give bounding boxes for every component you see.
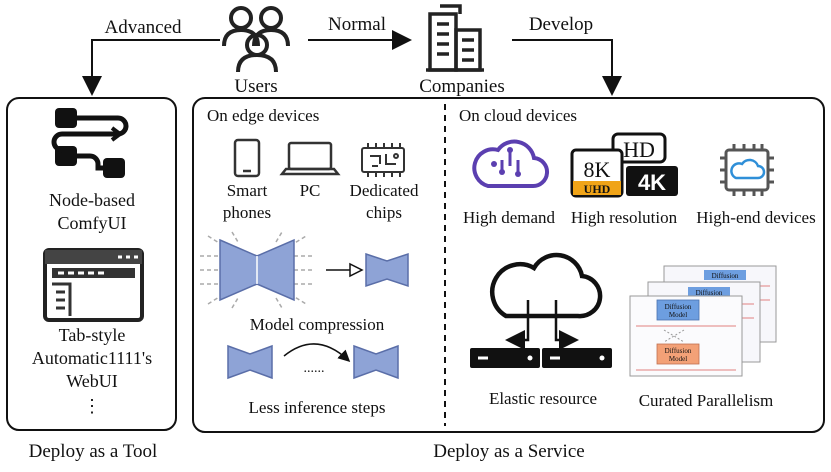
tab-style-line2: Automatic1111's [32,348,152,368]
node-graph-icon [51,108,129,178]
parallelism-panels: Diffusion Diffusion Diffusion Model Diff… [629,265,777,377]
advanced-arrow [82,39,220,96]
node-based-line1: Node-based [49,190,135,210]
panel-front-label-4: Model [669,355,687,363]
tool-box [6,97,177,431]
elastic-cloud-server-icon [470,252,612,368]
cloud-chip-icon [720,144,774,196]
chips-line2: chips [366,203,402,222]
small-model-shape [365,252,409,288]
service-caption: Deploy as a Service [433,441,584,462]
model-compression-label: Model compression [250,315,385,334]
panel-front-label-2: Model [669,311,687,319]
node-based-line2: ComfyUI [58,213,127,233]
steps-dots: ...... [304,361,325,376]
smartphones-line1: Smart [227,181,268,200]
service-box [192,97,825,433]
high-demand-label: High demand [463,208,556,227]
elastic-label: Elastic resource [489,389,597,408]
brain-cloud-icon [472,139,550,189]
steps-model-left [227,344,273,380]
badge-4k: 4K [638,170,666,195]
steps-arrow [283,343,351,363]
panel-back-label: Diffusion [712,272,739,280]
companies-icon [426,4,484,72]
tab-style-line1: Tab-style [59,325,126,345]
panel-middle-label: Diffusion [696,289,723,297]
badge-8k: 8K [584,157,611,182]
companies-label: Companies [419,76,505,97]
cloud-title: On cloud devices [459,106,577,125]
resolution-badges-icon: HD 8K UHD 4K [570,132,678,198]
badge-hd: HD [623,137,655,162]
panel-front-label-3: Diffusion [665,347,692,355]
laptop-icon [279,141,341,176]
tab-window-icon [43,248,144,322]
normal-label: Normal [328,14,386,35]
chip-icon [361,143,405,177]
smartphones-line2: phones [223,203,271,222]
chips-line1: Dedicated [350,181,419,200]
users-label: Users [234,76,277,97]
users-icon [222,6,290,73]
tool-ellipsis: ⋮ [83,396,101,416]
badge-uhd: UHD [584,182,611,196]
develop-arrow [512,39,622,96]
pc-label: PC [300,181,321,200]
panel-front-label-1: Diffusion [665,303,692,311]
compression-arrow [326,262,364,278]
edge-title: On edge devices [207,106,319,125]
high-end-label: High-end devices [696,208,815,227]
tab-style-line3: WebUI [66,371,118,391]
compression-lines [200,231,314,309]
less-steps-label: Less inference steps [249,398,386,417]
develop-label: Develop [529,14,593,35]
high-resolution-label: High resolution [571,208,678,227]
parallelism-label: Curated Parallelism [639,391,774,410]
advanced-label: Advanced [104,17,182,38]
smartphone-icon [233,138,261,178]
steps-model-right [353,344,399,380]
tool-caption: Deploy as a Tool [29,441,158,462]
